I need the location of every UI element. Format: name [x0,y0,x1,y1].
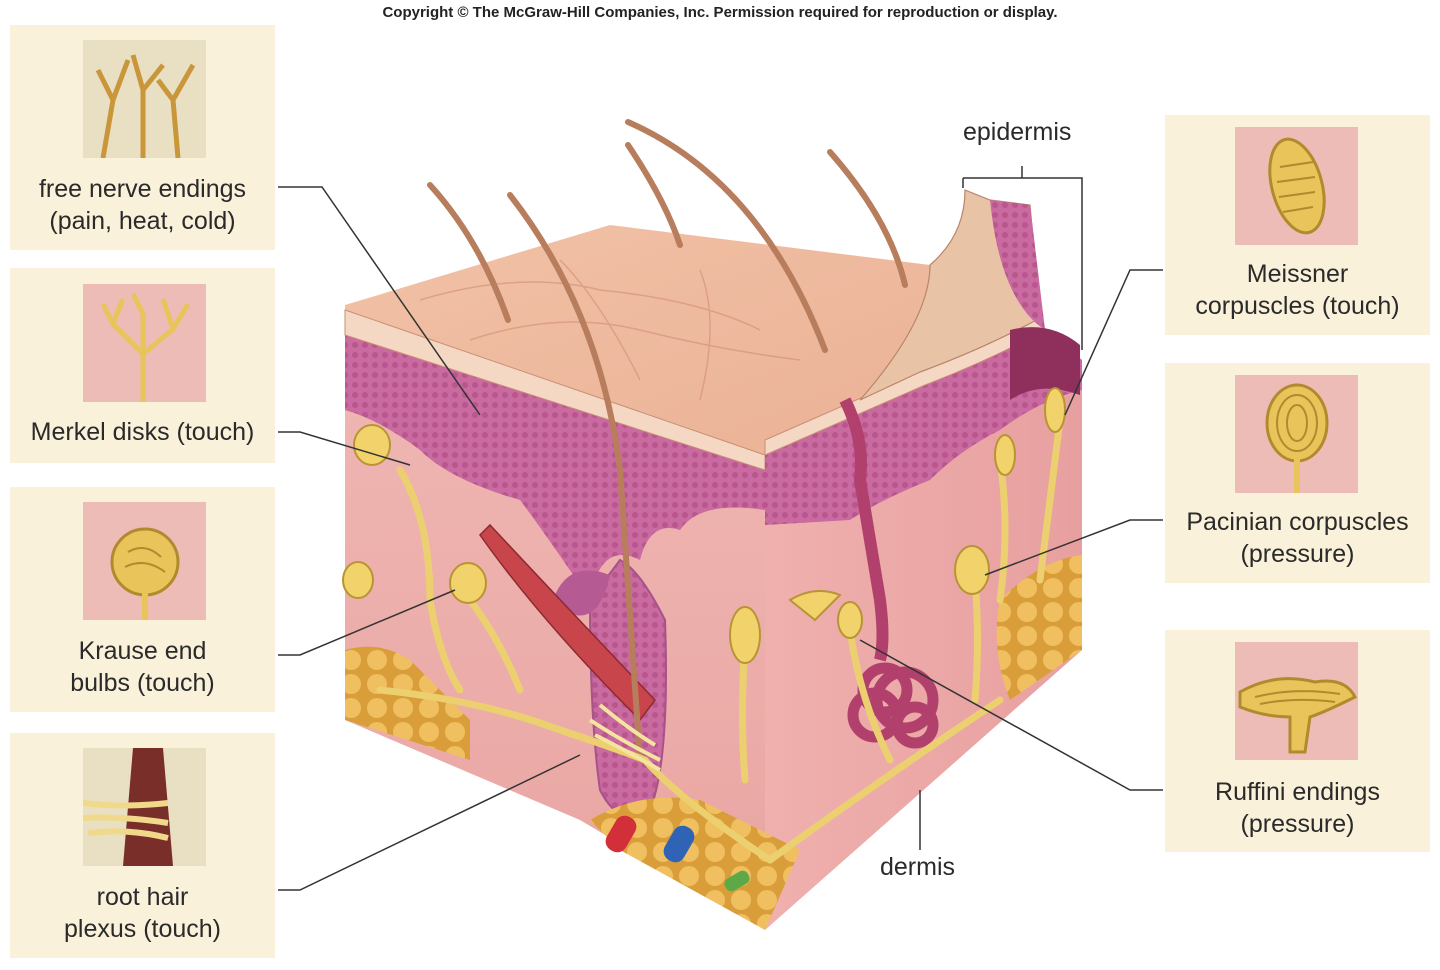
blood-vessels [605,815,750,892]
thumb-free-nerve-endings [83,40,206,158]
thumb-meissner-corpuscles [1235,127,1358,245]
nerve-fibers [376,416,1064,864]
panel-merkel-disks: Merkel disks (touch) [10,268,275,463]
label-pacinian-corpuscles: Pacinian corpuscles(pressure) [1186,508,1409,568]
fat-tissue-left [345,646,470,760]
receptor-corpuscles [342,387,1066,664]
bracket-epidermis [962,166,1083,350]
curled-epidermis-edge [859,189,1041,401]
leader-merkel-disks [278,431,411,466]
thumb-pacinian-corpuscles [1235,375,1358,493]
root-hair-plexus-fibers [588,703,661,772]
leader-pacinian [984,519,1163,576]
leader-root-hair-plexus [278,754,581,891]
fat-tissue-bottom [590,797,800,930]
epidermis-layer-right [765,330,1082,525]
copyright-notice: Copyright © The McGraw-Hill Companies, I… [382,4,1058,21]
panel-pacinian-corpuscles: Pacinian corpuscles(pressure) [1165,363,1430,583]
leader-free-nerve-endings [278,186,481,416]
leader-ruffini [859,639,1163,791]
thumb-krause-end-bulbs [83,502,206,620]
thumb-root-hair-plexus [83,748,206,866]
panel-ruffini-endings: Ruffini endings(pressure) [1165,630,1430,852]
epidermis-layer-left [345,310,765,600]
label-ruffini-endings: Ruffini endings(pressure) [1215,778,1380,838]
leader-krause-end-bulbs [278,589,456,656]
thumb-ruffini-endings [1235,642,1358,760]
arrector-pili-muscle [479,523,656,722]
fat-tissue-right [996,555,1082,700]
leader-meissner [1064,269,1163,416]
label-merkel-disks: Merkel disks (touch) [30,418,255,446]
label-dermis: dermis [880,853,956,881]
thumb-merkel-disks [83,284,206,402]
label-epidermis: epidermis [963,118,1072,146]
sweat-duct [839,397,889,662]
panel-free-nerve-endings: free nerve endings(pain, heat, cold) [10,25,275,250]
label-free-nerve-endings: free nerve endings(pain, heat, cold) [38,175,247,235]
